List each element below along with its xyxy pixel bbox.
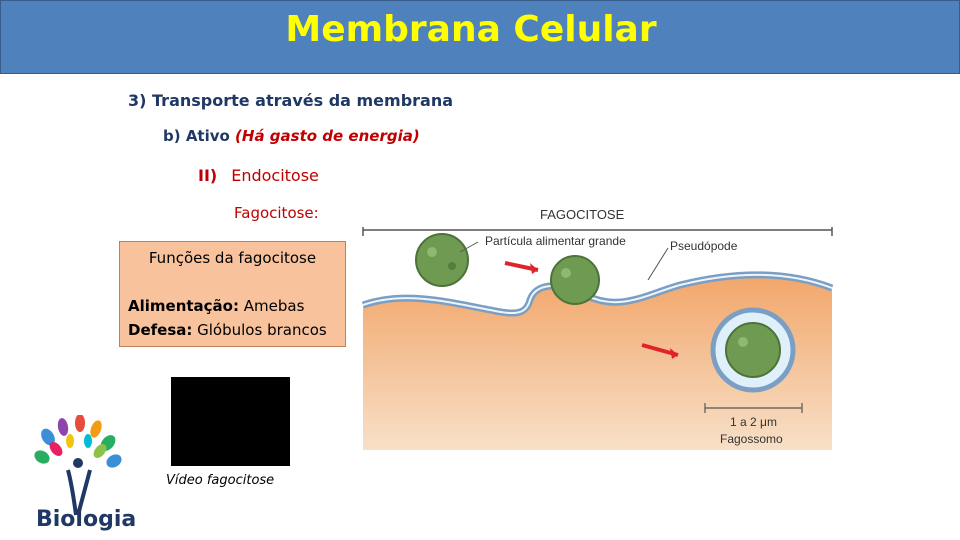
food-particle-icon: [415, 233, 469, 287]
item-label: Endocitose: [231, 166, 319, 185]
sub-item-heading: Fagocitose:: [234, 204, 319, 222]
function-label: Defesa:: [128, 321, 193, 339]
title-banner: Membrana Celular: [0, 0, 960, 74]
food-particle-icon: [725, 322, 781, 378]
diagram-title: FAGOCITOSE: [540, 207, 625, 222]
topic-heading: 3) Transporte através da membrana: [128, 91, 454, 110]
subtopic-heading: b) Ativo (Há gasto de energia): [163, 127, 420, 145]
cytoplasm-region: [363, 274, 832, 450]
logo-text: Biologia: [36, 507, 137, 532]
food-particle-icon: [550, 255, 600, 305]
label-phagosome: Fagossomo: [720, 432, 783, 446]
function-label: Alimentação:: [128, 297, 239, 315]
subtopic-note: (Há gasto de energia): [235, 127, 420, 145]
functions-box: Funções da fagocitose Alimentação: Ameba…: [119, 241, 346, 347]
video-player[interactable]: [171, 377, 290, 466]
phagocytosis-diagram: FAGOCITOSE Partícula alimentar grande Ps…: [361, 207, 834, 450]
function-row-feeding: Alimentação: Amebas: [128, 297, 304, 315]
functions-box-title: Funções da fagocitose: [148, 249, 317, 267]
label-pseudopod: Pseudópode: [670, 239, 738, 253]
biology-tree-logo-icon: [34, 415, 122, 516]
video-caption: Vídeo fagocitose: [166, 473, 275, 488]
item-heading: II) Endocitose: [198, 166, 319, 185]
function-value: Amebas: [238, 297, 305, 315]
label-particle: Partícula alimentar grande: [485, 234, 626, 248]
item-number: II): [198, 166, 218, 185]
function-value: Glóbulos brancos: [192, 321, 327, 339]
label-scale: 1 a 2 μm: [730, 415, 777, 429]
slide-title: Membrana Celular: [285, 9, 657, 50]
subtopic-label: b) Ativo: [163, 127, 236, 145]
function-row-defense: Defesa: Glóbulos brancos: [128, 321, 327, 339]
